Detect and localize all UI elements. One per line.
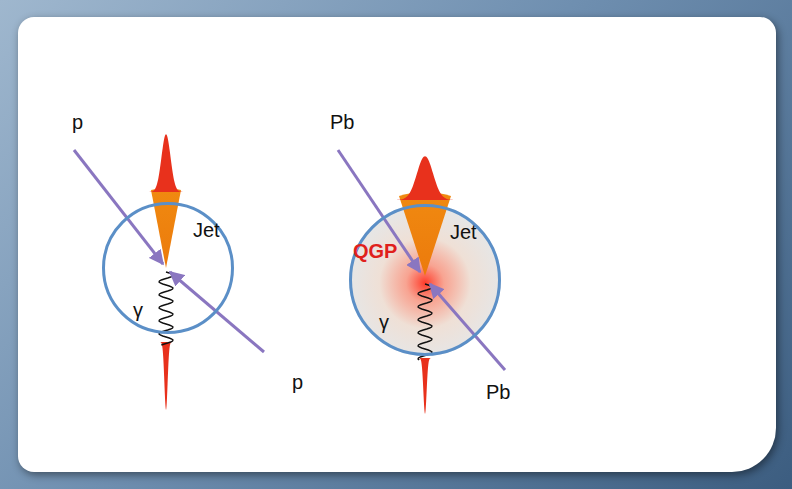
energy-spike [419, 358, 432, 414]
beam-label: p [292, 372, 303, 392]
photon-wiggle [418, 284, 432, 360]
beam-label: Pb [330, 112, 354, 132]
particle-label: Jet [450, 222, 477, 242]
beam-label: Pb [486, 382, 510, 402]
collision-circle: Jet γ [102, 202, 234, 334]
photon-wiggle [159, 272, 173, 345]
beam-label: p [72, 112, 83, 132]
circle-border [104, 204, 233, 333]
beam-arrow [430, 284, 505, 370]
circle-border [351, 206, 500, 355]
medium-label: QGP [353, 241, 397, 261]
energy-spike [148, 134, 184, 192]
circle-outline [349, 204, 501, 356]
collision-circle: JetQGP γ [349, 204, 501, 356]
particle-label: γ [379, 312, 389, 332]
particle-label: Jet [193, 220, 220, 240]
particle-label: γ [133, 300, 143, 320]
energy-spike [393, 156, 457, 200]
energy-spike [160, 342, 173, 410]
beam-arrow [338, 150, 420, 272]
